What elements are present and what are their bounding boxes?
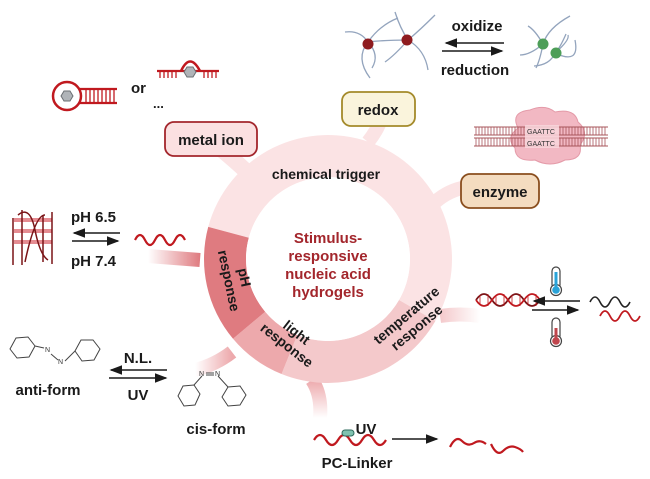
redox-forward-label: oxidize <box>452 18 503 35</box>
center-title-line-3: nucleic acid <box>285 266 371 283</box>
network-reduced-icon <box>519 15 577 69</box>
connector-ph <box>147 249 201 267</box>
cleaved-strand-1-icon <box>449 437 487 448</box>
pc-linker-uv-label: UV <box>356 421 377 438</box>
cis-form-label: cis-form <box>186 421 245 438</box>
melted-strand-black-icon <box>589 296 631 308</box>
center-title-line-2: responsive <box>288 248 367 265</box>
dna-basepair-ticks <box>475 127 606 146</box>
ring-segment-light <box>233 311 298 374</box>
light-panel: N N anti-form N.L. UV N N cis-form <box>9 336 247 438</box>
metal-ion-box-frame <box>164 121 258 157</box>
redox-reverse-label: reduction <box>441 62 509 79</box>
recognition-seq-top: GAATTC <box>527 129 555 136</box>
ring-label-ph-line-1: pH <box>235 267 255 289</box>
pc-linker-strand-icon <box>313 433 387 447</box>
connector-temperature <box>438 307 482 323</box>
stimulus-ring <box>204 134 453 383</box>
enzyme-panel: GAATTC GAATTC <box>474 106 608 165</box>
ring-center-disc <box>246 177 410 341</box>
ring-segment-ph <box>204 226 266 339</box>
redox-panel: oxidize reduction <box>344 11 577 79</box>
anti-n-atom-1: N <box>45 347 50 354</box>
enzyme-box: enzyme <box>460 173 540 209</box>
hot-thermometer-icon <box>549 317 563 348</box>
connector-light-left <box>193 346 237 377</box>
anti-n-atom-2: N <box>58 359 63 366</box>
redox-label: redox <box>358 102 400 119</box>
ph-reverse-label: pH 7.4 <box>71 253 117 270</box>
or-text: or <box>131 80 146 97</box>
ph-panel: pH 6.5 pH 7.4 <box>12 209 186 270</box>
recognition-site-backdrop <box>525 125 559 148</box>
redox-box: redox <box>341 91 416 127</box>
single-strand-dna-icon <box>134 233 186 247</box>
double-helix-icon <box>475 293 541 307</box>
azobenzene-cis-icon <box>177 372 247 407</box>
metal-ion-box: metal ion <box>164 121 258 157</box>
cold-thermometer-icon <box>549 266 563 297</box>
i-motif-icon <box>12 210 53 265</box>
ring-segment-chemical <box>208 134 453 321</box>
enzyme-label: enzyme <box>472 184 527 201</box>
cis-n-atom-1: N <box>199 371 204 378</box>
duplex-metal-binding-icon <box>157 60 219 78</box>
temperature-panel <box>475 266 641 348</box>
metal-ion-panel: or ... <box>51 60 219 112</box>
connector-light-down <box>306 376 328 419</box>
pc-linker-label: PC-Linker <box>322 455 393 472</box>
hairpin-aptamer-icon <box>51 80 117 112</box>
pc-linker-panel: UV PC-Linker <box>313 421 524 472</box>
metal-ion-label: metal ion <box>178 132 244 149</box>
center-title-line-4: hydrogels <box>292 284 364 301</box>
redox-box-frame <box>341 91 416 127</box>
anti-form-label: anti-form <box>16 382 81 399</box>
ellipsis-text: ... <box>153 96 164 111</box>
enzyme-box-frame <box>460 173 540 209</box>
azobenzene-anti-icon <box>9 336 101 362</box>
ring-segment-temperature <box>281 300 436 383</box>
crosslinked-network-oxidized-icon <box>344 11 436 79</box>
light-reverse-label: UV <box>128 387 149 404</box>
ph-forward-label: pH 6.5 <box>71 209 116 226</box>
light-forward-label: N.L. <box>124 350 152 367</box>
melted-strand-red-icon <box>599 310 641 322</box>
recognition-seq-bottom: GAATTC <box>527 141 555 148</box>
cleaved-strand-2-icon <box>490 443 524 454</box>
pc-linker-node-icon <box>341 429 355 437</box>
cis-n-atom-2: N <box>215 371 220 378</box>
ring-label-chemical-trigger: chemical trigger <box>272 166 381 182</box>
center-title: Stimulus- responsive nucleic acid hydrog… <box>285 230 371 301</box>
center-title-line-1: Stimulus- <box>294 230 362 247</box>
